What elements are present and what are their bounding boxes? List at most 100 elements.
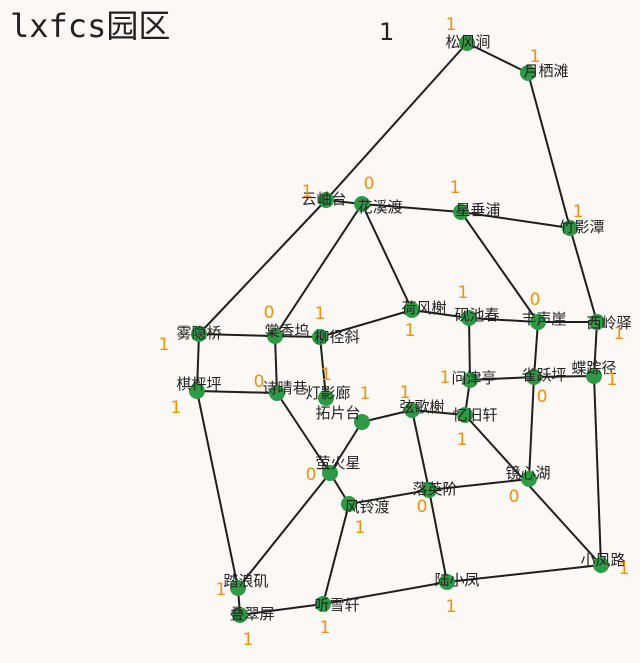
- node-dot[interactable]: [439, 574, 455, 590]
- node-dot[interactable]: [457, 407, 473, 423]
- node-label: 灯影廊: [305, 384, 350, 402]
- edge-n11-n17: [196, 333, 200, 392]
- node-badge: 1: [302, 182, 313, 202]
- node-dot[interactable]: [322, 465, 338, 481]
- edge-n5-n6: [460, 211, 571, 229]
- node-dot[interactable]: [354, 196, 370, 212]
- edge-n17-n28: [196, 390, 239, 589]
- node-dot[interactable]: [586, 368, 602, 384]
- node-badge: 1: [446, 597, 457, 617]
- node-dot[interactable]: [526, 369, 542, 385]
- node-label: 弦歌榭: [399, 398, 444, 416]
- node-dot[interactable]: [593, 557, 609, 573]
- node-label: 雾隐桥: [176, 324, 221, 342]
- node-dot[interactable]: [461, 310, 477, 326]
- node-badge: 1: [450, 178, 461, 198]
- node-dot[interactable]: [459, 35, 475, 51]
- node-dot[interactable]: [312, 329, 328, 345]
- page-title: lxfcs园区: [10, 7, 171, 45]
- node-label: 听雪轩: [314, 596, 359, 614]
- node-dot[interactable]: [404, 402, 420, 418]
- node-label: 蝶踪径: [571, 359, 616, 377]
- edge-n21-n22: [411, 409, 466, 416]
- node-dot[interactable]: [462, 372, 478, 388]
- edge-n22-n27: [464, 414, 602, 566]
- node-dot[interactable]: [521, 471, 537, 487]
- node-badge: 1: [458, 283, 469, 303]
- node-dot[interactable]: [232, 607, 248, 623]
- edge-n15-n24: [528, 376, 535, 480]
- node-label: 棠香坞: [264, 322, 309, 340]
- node-label: 柳径斜: [314, 328, 359, 346]
- edge-n17-n18: [196, 390, 278, 394]
- edge-n20-n21: [361, 409, 413, 423]
- node-dot[interactable]: [230, 580, 246, 596]
- edge-n24-n25: [428, 478, 530, 491]
- node-dot[interactable]: [341, 496, 357, 512]
- node-badge: 1: [321, 365, 332, 385]
- node-dot[interactable]: [318, 192, 334, 208]
- node-label: 荷风榭: [401, 299, 446, 317]
- node-label: 松风涧: [445, 33, 490, 51]
- node-badge: 1: [614, 324, 625, 344]
- node-label: 丰声崖: [521, 310, 566, 328]
- node-badge: 1: [355, 518, 366, 538]
- node-dot[interactable]: [354, 414, 370, 430]
- node-label: 棋枰坪: [176, 375, 221, 393]
- node-dot[interactable]: [404, 302, 420, 318]
- node-dot[interactable]: [530, 314, 546, 330]
- edge-n21-n25: [411, 409, 430, 491]
- node-dot[interactable]: [269, 385, 285, 401]
- edge-n2-n6: [527, 72, 571, 229]
- edge-n1-n2: [466, 42, 529, 74]
- node-dot[interactable]: [589, 314, 605, 330]
- node-dot[interactable]: [562, 220, 578, 236]
- node-dot[interactable]: [191, 326, 207, 342]
- node-dot[interactable]: [520, 65, 536, 81]
- node-dot[interactable]: [315, 596, 331, 612]
- node-label: 萤火星: [315, 454, 360, 472]
- node-badge: 0: [306, 465, 317, 485]
- node-dot[interactable]: [453, 204, 469, 220]
- node-dot[interactable]: [267, 328, 283, 344]
- node-dot[interactable]: [421, 482, 437, 498]
- node-badge: 1: [619, 559, 630, 579]
- edge-n20-n23: [329, 421, 363, 474]
- node-badge: 1: [457, 430, 468, 450]
- edge-layer: [196, 42, 602, 616]
- node-dot[interactable]: [318, 390, 334, 406]
- node-dot[interactable]: [189, 383, 205, 399]
- node-label: 叠翠屏: [229, 605, 274, 623]
